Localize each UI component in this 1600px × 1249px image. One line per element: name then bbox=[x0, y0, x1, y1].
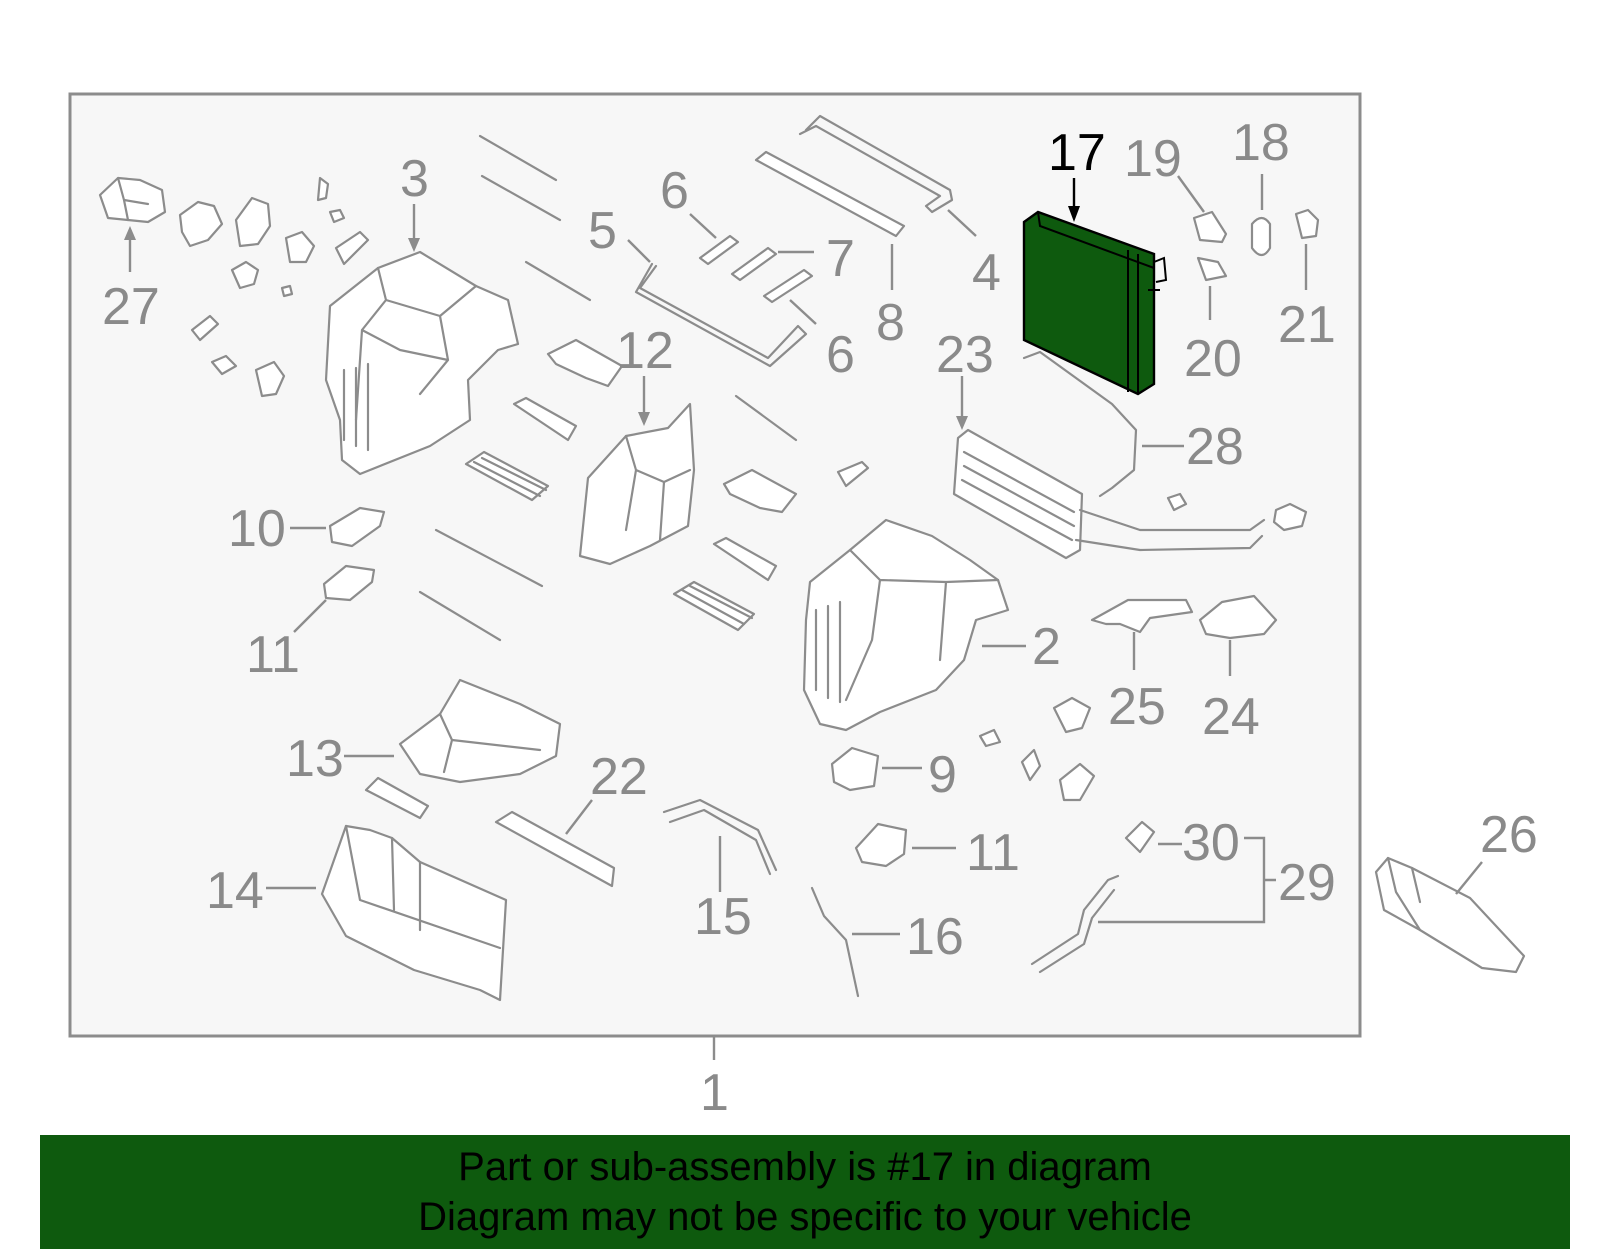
rods-group bbox=[418, 134, 798, 642]
leader-26 bbox=[1455, 861, 1483, 895]
callout-3: 3 bbox=[400, 150, 429, 208]
callout-19: 19 bbox=[1124, 130, 1182, 188]
callout-21: 21 bbox=[1278, 296, 1336, 354]
part-20 bbox=[1196, 256, 1228, 282]
part-4 bbox=[798, 114, 954, 214]
callout-11b: 11 bbox=[966, 824, 1020, 882]
callout-6a: 6 bbox=[660, 162, 689, 220]
callout-13: 13 bbox=[286, 730, 344, 788]
part-11a bbox=[322, 564, 376, 602]
callout-1: 1 bbox=[700, 1064, 729, 1122]
leader-22 bbox=[565, 799, 593, 835]
callout-23: 23 bbox=[936, 326, 994, 384]
callout-4: 4 bbox=[972, 244, 1001, 302]
callout-30: 30 bbox=[1182, 814, 1240, 872]
part-24 bbox=[1198, 594, 1278, 640]
callout-16: 16 bbox=[906, 908, 964, 966]
arrow-12 bbox=[638, 412, 650, 426]
leader-5 bbox=[627, 239, 651, 263]
arrow-23 bbox=[956, 416, 968, 430]
leader-4 bbox=[947, 209, 977, 237]
callout-28: 28 bbox=[1186, 418, 1244, 476]
actuators bbox=[978, 696, 1096, 802]
part-28 bbox=[1022, 350, 1138, 498]
callout-6b: 6 bbox=[826, 326, 855, 384]
part-6-7-strips bbox=[698, 234, 814, 304]
part-12-panel bbox=[578, 402, 696, 566]
part-3-housing bbox=[324, 250, 520, 476]
part-27-group bbox=[98, 176, 370, 398]
part-5 bbox=[634, 262, 808, 368]
part-small-cap bbox=[1166, 492, 1188, 512]
arrow-17 bbox=[1068, 206, 1080, 222]
leader-11a bbox=[293, 599, 327, 633]
arrow-3 bbox=[408, 238, 420, 252]
part-16 bbox=[810, 886, 860, 998]
part-29-pipe bbox=[1030, 874, 1120, 974]
leader-6b bbox=[789, 299, 817, 325]
leader-6a bbox=[689, 213, 717, 239]
part-9 bbox=[830, 746, 880, 792]
callout-27: 27 bbox=[102, 278, 160, 336]
callout-26: 26 bbox=[1480, 806, 1538, 864]
part-13 bbox=[364, 678, 562, 820]
callout-25: 25 bbox=[1108, 678, 1166, 736]
part-30 bbox=[1124, 820, 1156, 854]
part-18 bbox=[1250, 216, 1272, 257]
callout-2: 2 bbox=[1032, 618, 1061, 676]
parts-diagram: 1 2 3 4 5 6 7 6 8 9 10 11 11 12 13 14 15… bbox=[68, 92, 1538, 1122]
callout-7: 7 bbox=[826, 230, 855, 288]
part-14 bbox=[320, 824, 508, 1002]
banner-line-1: Part or sub-assembly is #17 in diagram bbox=[458, 1145, 1152, 1189]
callout-17: 17 bbox=[1048, 124, 1106, 182]
leader-19 bbox=[1177, 175, 1205, 213]
part-15 bbox=[662, 798, 778, 876]
arrow-27 bbox=[124, 226, 136, 240]
part-17-heater-core bbox=[1022, 210, 1168, 396]
middle-parts bbox=[464, 338, 870, 632]
part-22 bbox=[494, 810, 616, 888]
callout-20: 20 bbox=[1184, 330, 1242, 388]
callout-24: 24 bbox=[1202, 688, 1260, 746]
part-25 bbox=[1090, 598, 1194, 634]
callout-5: 5 bbox=[588, 202, 617, 260]
part-26-duct bbox=[1374, 856, 1526, 974]
callout-8: 8 bbox=[876, 294, 905, 352]
banner-line-2: Diagram may not be specific to your vehi… bbox=[418, 1195, 1192, 1239]
info-banner: Part or sub-assembly is #17 in diagram D… bbox=[40, 1135, 1570, 1249]
callout-14: 14 bbox=[206, 862, 264, 920]
callout-10: 10 bbox=[228, 500, 286, 558]
part-8 bbox=[754, 150, 906, 238]
callout-9: 9 bbox=[928, 746, 957, 804]
callout-12: 12 bbox=[616, 322, 674, 380]
part-23-evaporator bbox=[952, 428, 1308, 560]
part-10 bbox=[328, 506, 386, 548]
callout-18: 18 bbox=[1232, 114, 1290, 172]
callout-22: 22 bbox=[590, 748, 648, 806]
part-21 bbox=[1294, 208, 1320, 240]
part-11b bbox=[854, 822, 908, 868]
callout-11a: 11 bbox=[246, 626, 300, 684]
part-2-housing bbox=[802, 518, 1010, 732]
callout-15: 15 bbox=[694, 888, 752, 946]
bracket-29 bbox=[1098, 836, 1276, 924]
callout-29: 29 bbox=[1278, 854, 1336, 912]
part-19 bbox=[1192, 210, 1228, 244]
